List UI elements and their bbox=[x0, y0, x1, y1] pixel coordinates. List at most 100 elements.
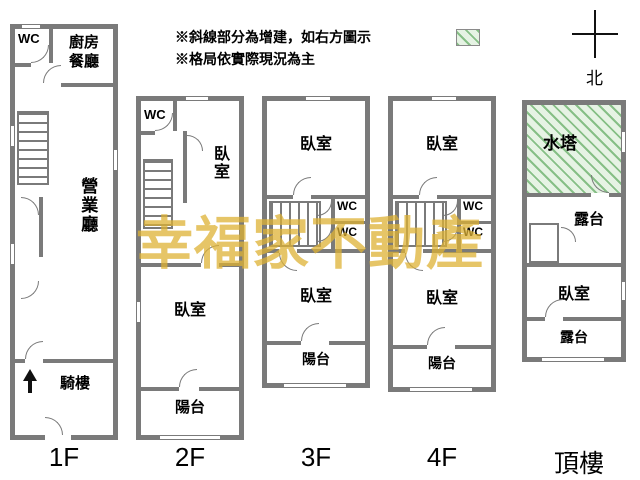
wall bbox=[173, 101, 177, 131]
window-marker bbox=[283, 383, 347, 388]
wall bbox=[329, 341, 365, 345]
door-arc bbox=[187, 135, 203, 151]
door-arc bbox=[21, 197, 39, 215]
stairs bbox=[143, 159, 173, 229]
wall bbox=[423, 249, 491, 253]
wall bbox=[563, 317, 621, 321]
watermark: 幸福家不動產 bbox=[136, 212, 484, 276]
room-label-balcony: 陽台 bbox=[428, 355, 456, 371]
room-label-business-hall: 營業廳 bbox=[78, 177, 98, 234]
wall bbox=[457, 195, 461, 253]
compass: 北 bbox=[565, 6, 625, 94]
door-arc bbox=[31, 45, 49, 63]
wall bbox=[267, 341, 301, 345]
window-marker bbox=[185, 96, 209, 101]
up-arrow-stem bbox=[28, 381, 32, 393]
window-marker bbox=[10, 125, 15, 147]
room-label-bedroom-bottom: 臥室 bbox=[299, 288, 332, 305]
floor-label-1f: 1F bbox=[48, 442, 80, 472]
wall bbox=[527, 317, 545, 321]
wall bbox=[15, 359, 25, 363]
room-label-balcony: 陽台 bbox=[174, 399, 205, 416]
wall bbox=[49, 29, 53, 63]
room-label-wc: WC bbox=[144, 107, 166, 122]
up-arrow-icon bbox=[23, 369, 37, 381]
wall bbox=[61, 83, 113, 87]
door-arc bbox=[45, 417, 63, 435]
window-marker bbox=[431, 96, 457, 101]
window-marker bbox=[21, 24, 41, 29]
room-label-bedroom: 臥室 bbox=[557, 286, 590, 303]
door-arc bbox=[25, 341, 43, 359]
room-label-bedroom-bottom: 臥室 bbox=[173, 302, 206, 319]
room-label-wc-upper: WC bbox=[463, 199, 483, 213]
room-label-arcade: 騎樓 bbox=[59, 375, 90, 392]
wall bbox=[219, 263, 239, 267]
compass-north-label: 北 bbox=[586, 69, 603, 88]
wall bbox=[267, 249, 279, 253]
wall bbox=[527, 193, 591, 197]
wall bbox=[393, 345, 427, 349]
note-line1: ※斜線部分為增建，如右方圖示 bbox=[175, 29, 371, 45]
utility-compartment bbox=[529, 223, 559, 263]
door-arc bbox=[427, 327, 445, 345]
room-label-water-tower: 水塔 bbox=[543, 134, 577, 153]
window-marker bbox=[305, 96, 331, 101]
floor-label-2f: 2F bbox=[174, 442, 206, 472]
wall bbox=[331, 221, 365, 224]
wall bbox=[39, 197, 43, 257]
wall bbox=[609, 193, 621, 197]
room-label-terrace-lower: 露台 bbox=[560, 329, 588, 345]
window-marker bbox=[10, 243, 15, 265]
compass-horizontal-line bbox=[572, 33, 618, 35]
stairs bbox=[17, 111, 49, 185]
room-label-wc-lower: WC bbox=[337, 225, 357, 239]
hatch-legend-swatch bbox=[456, 29, 480, 46]
room-label-balcony: 陽台 bbox=[302, 351, 330, 367]
room-label-wc-upper: WC bbox=[337, 199, 357, 213]
window-marker bbox=[159, 435, 221, 440]
wall bbox=[141, 387, 179, 391]
room-label-wc: WC bbox=[18, 31, 40, 46]
floor-4f: 臥室 WC WC 臥室 陽台 bbox=[388, 96, 496, 392]
wall bbox=[183, 131, 187, 203]
wall bbox=[43, 359, 113, 363]
room-label-bedroom-top: 臥室 bbox=[211, 145, 228, 181]
floor-3f: 臥室 WC WC 臥室 陽台 bbox=[262, 96, 370, 388]
wall bbox=[393, 195, 419, 199]
window-marker bbox=[136, 301, 141, 323]
note-line2: ※格局依實際現況為主 bbox=[175, 51, 315, 67]
door-arc bbox=[21, 281, 39, 299]
room-label-terrace-upper: 露台 bbox=[573, 211, 604, 228]
window-marker bbox=[621, 131, 626, 153]
room-label-wc-lower: WC bbox=[463, 225, 483, 239]
wall bbox=[141, 263, 201, 267]
floor-label-roof: 頂樓 bbox=[553, 450, 604, 478]
door-opening bbox=[45, 435, 71, 440]
room-label-kitchen-dining: 廚房 餐廳 bbox=[68, 34, 99, 70]
wall bbox=[15, 63, 31, 67]
door-arc bbox=[301, 323, 319, 341]
stairs bbox=[269, 201, 321, 247]
wall bbox=[455, 345, 491, 349]
window-marker bbox=[409, 387, 473, 392]
wall bbox=[393, 249, 405, 253]
floor-2f: WC 臥室 臥室 陽台 bbox=[136, 96, 244, 440]
window-marker bbox=[541, 357, 605, 362]
wall bbox=[527, 263, 621, 267]
window-marker bbox=[113, 149, 118, 171]
wall bbox=[267, 195, 293, 199]
wall bbox=[297, 249, 365, 253]
wall bbox=[311, 195, 365, 199]
wall bbox=[457, 221, 491, 224]
floor-1f: WC 廚房 餐廳 營業廳 騎樓 bbox=[10, 24, 118, 440]
wall bbox=[331, 195, 335, 253]
window-marker bbox=[621, 281, 626, 301]
room-label-bedroom-top: 臥室 bbox=[425, 136, 458, 153]
floor-label-4f: 4F bbox=[426, 442, 458, 472]
floor-roof: 水塔 露台 臥室 露台 bbox=[522, 100, 626, 362]
room-label-bedroom-bottom: 臥室 bbox=[425, 290, 458, 307]
door-arc bbox=[293, 177, 311, 195]
wall bbox=[437, 195, 491, 199]
